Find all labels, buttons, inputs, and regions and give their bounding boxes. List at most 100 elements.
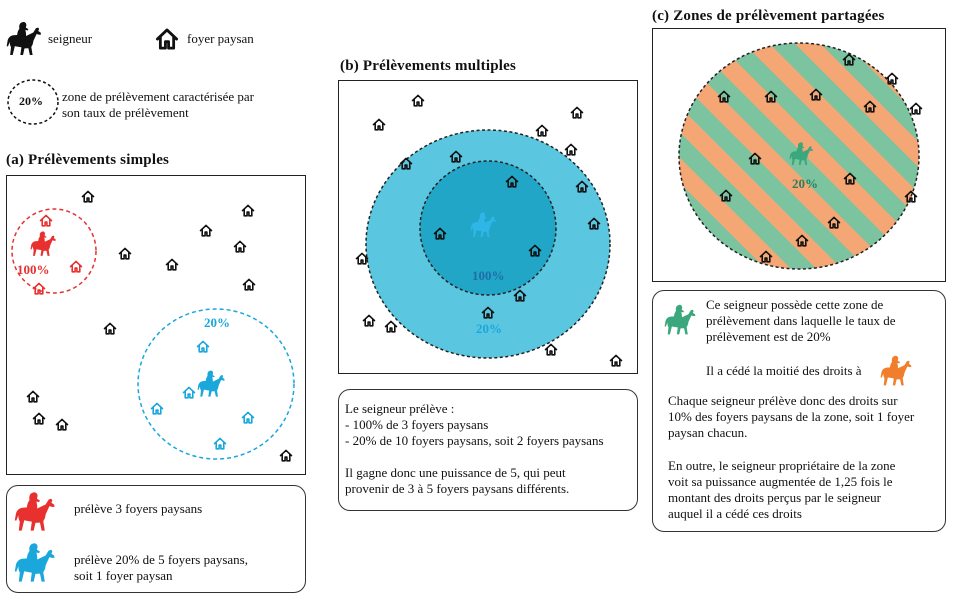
house-icon xyxy=(758,248,774,264)
note-line: montant des droits perçus par le seigneu… xyxy=(668,490,881,505)
panel-c-paragraph-2: En outre, le seigneur propriétaire de la… xyxy=(668,458,895,522)
note-line: 10% des foyers paysans de la zone, soit … xyxy=(668,409,915,424)
house-icon xyxy=(195,338,211,354)
house-icon xyxy=(842,170,858,186)
house-icon xyxy=(534,122,550,138)
note-line: Il gagne donc une puissance de 5, qui pe… xyxy=(345,465,566,480)
note-blue-text-2: soit 1 foyer paysan xyxy=(74,568,173,583)
house-icon xyxy=(241,276,257,292)
panel-b-frame xyxy=(338,80,638,374)
house-icon xyxy=(149,400,165,416)
panel-c-paragraph-1: Chaque seigneur prélève donc des droits … xyxy=(668,393,914,441)
house-icon xyxy=(198,222,214,238)
legend-house-icon xyxy=(152,24,182,52)
house-icon xyxy=(543,341,559,357)
house-icon xyxy=(31,280,47,296)
house-icon xyxy=(278,447,294,463)
house-icon xyxy=(903,188,919,204)
inner-pct: 100% xyxy=(472,268,505,283)
house-icon xyxy=(117,245,133,261)
outer-pct: 20% xyxy=(476,321,502,336)
red-rider-icon xyxy=(30,229,58,259)
house-icon xyxy=(38,212,54,228)
note-blue-rider-icon xyxy=(14,541,58,585)
note-line: auquel il a cédé ces droits xyxy=(668,506,802,521)
note-line: Chaque seigneur prélève donc des droits … xyxy=(668,393,898,408)
panel-b-note xyxy=(338,389,638,511)
blue-rider-icon xyxy=(197,368,227,400)
house-icon xyxy=(240,202,256,218)
note-line: - 20% de 10 foyers paysans, soit 2 foyer… xyxy=(345,433,604,448)
house-icon xyxy=(826,214,842,230)
panel-c-title: (c) Zones de prélèvement partagées xyxy=(652,8,885,24)
panel-b-rider-icon xyxy=(470,210,498,240)
house-icon xyxy=(908,100,924,116)
house-icon xyxy=(884,70,900,86)
panel-c-frame xyxy=(652,28,946,282)
legend-house-label: foyer paysan xyxy=(187,31,254,46)
panel-c-pct: 20% xyxy=(792,176,818,191)
legend-zone-pct: 20% xyxy=(19,94,43,108)
panel-c-green-rider-icon xyxy=(789,139,815,169)
house-icon xyxy=(432,225,448,241)
house-icon xyxy=(808,86,824,102)
house-icon xyxy=(608,352,624,368)
legend-zone-label-1: zone de prélèvement caractérisée par xyxy=(62,89,254,104)
house-icon xyxy=(410,92,426,108)
house-icon xyxy=(841,51,857,67)
panel-a-frame xyxy=(6,175,306,475)
house-icon xyxy=(448,148,464,164)
blue-zone xyxy=(137,308,295,460)
note-line: Le seigneur prélève : xyxy=(345,401,455,416)
house-icon xyxy=(68,258,84,274)
note-line: voit sa puissance augmentée de 1,25 fois… xyxy=(668,474,893,489)
house-icon xyxy=(240,409,256,425)
legend-rider-icon xyxy=(6,20,44,58)
panel-b-title: (b) Prélèvements multiples xyxy=(340,58,516,74)
house-icon xyxy=(398,155,414,171)
legend-zone-label-2: son taux de prélèvement xyxy=(62,105,189,120)
red-zone xyxy=(11,208,97,294)
note-blue-text-1: prélève 20% de 5 foyers paysans, xyxy=(74,552,248,567)
house-icon xyxy=(232,238,248,254)
panel-a-note xyxy=(6,485,306,593)
note-orange-rider-icon xyxy=(880,354,914,388)
house-icon xyxy=(25,388,41,404)
note-green-rider-icon xyxy=(664,303,698,337)
house-icon xyxy=(747,150,763,166)
house-icon xyxy=(574,178,590,194)
note-line: En outre, le seigneur propriétaire de la… xyxy=(668,458,896,473)
house-icon xyxy=(212,435,228,451)
house-icon xyxy=(716,88,732,104)
house-icon xyxy=(361,312,377,328)
house-icon xyxy=(527,242,543,258)
note-line: - 100% de 3 foyers paysans xyxy=(345,417,489,432)
note-line: paysan chacun. xyxy=(668,425,748,440)
legend-lord-label: seigneur xyxy=(48,31,93,46)
red-pct: 100% xyxy=(17,262,50,277)
house-icon xyxy=(569,104,585,120)
note-green-2: prélèvement dans laquelle le taux de xyxy=(706,313,896,328)
house-icon xyxy=(512,287,528,303)
house-icon xyxy=(718,187,734,203)
house-icon xyxy=(383,318,399,334)
house-icon xyxy=(102,320,118,336)
legend-zone-circle xyxy=(7,79,59,125)
note-orange-text: Il a cédé la moitié des droits à xyxy=(706,363,862,378)
panel-c-note xyxy=(652,290,946,532)
house-icon xyxy=(794,232,810,248)
house-icon xyxy=(54,416,70,432)
panel-b-note-text: Le seigneur prélève :- 100% de 3 foyers … xyxy=(345,401,604,497)
house-icon xyxy=(371,116,387,132)
house-icon xyxy=(354,250,370,266)
note-line: provenir de 3 à 5 foyers paysans différe… xyxy=(345,481,570,496)
house-icon xyxy=(763,88,779,104)
panel-a-drawing xyxy=(11,208,295,460)
note-red-text: prélève 3 foyers paysans xyxy=(74,501,203,516)
house-icon xyxy=(181,384,197,400)
house-icon xyxy=(80,188,96,204)
house-icon xyxy=(586,215,602,231)
house-icon xyxy=(164,256,180,272)
note-line xyxy=(345,449,604,465)
panel-a-title: (a) Prélèvements simples xyxy=(6,152,170,168)
